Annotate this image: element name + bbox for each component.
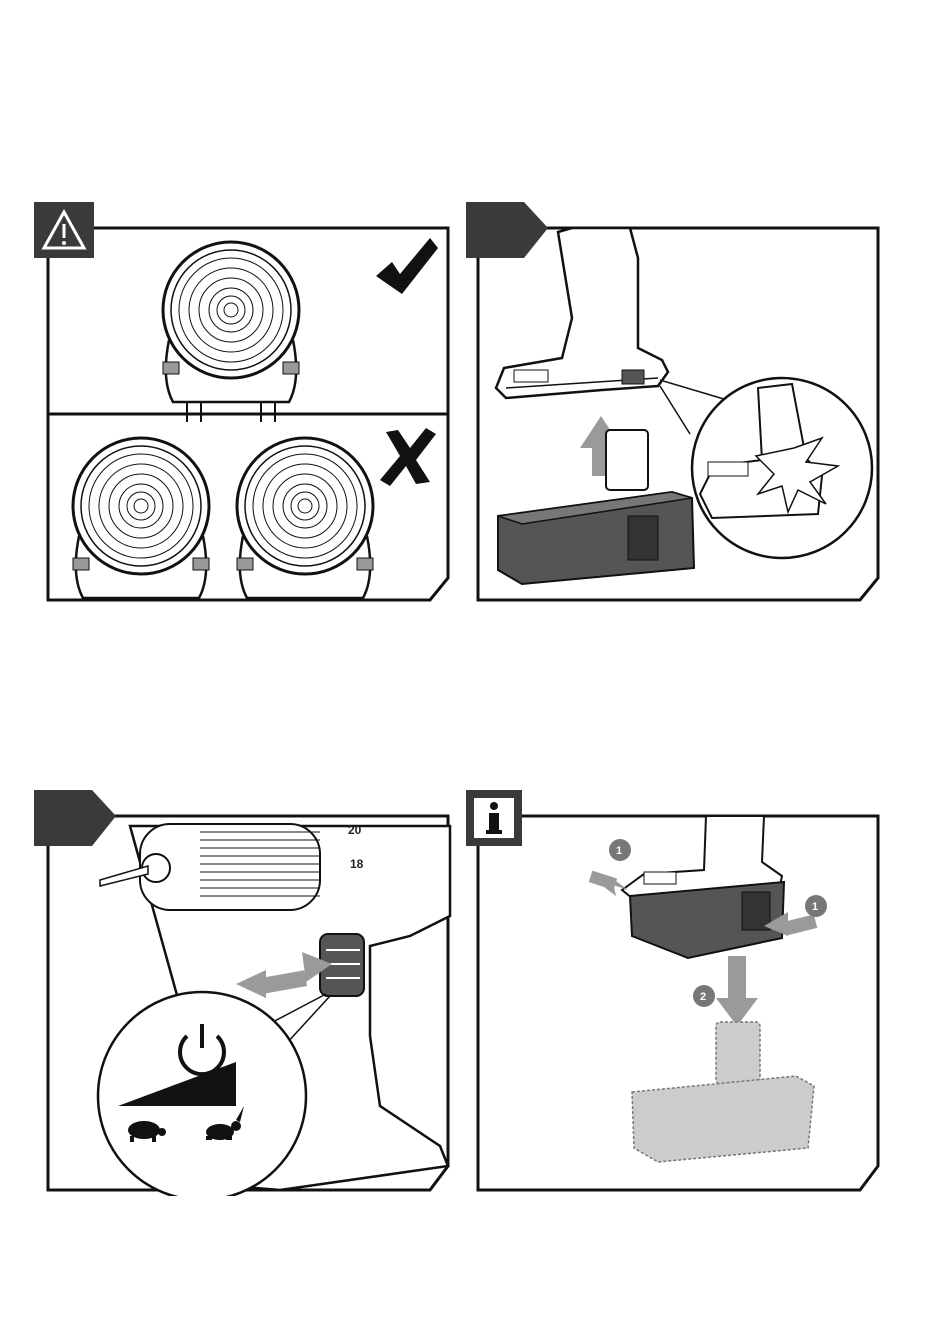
step-badge-1: 1 — [609, 839, 631, 861]
step-badge-2: 2 — [693, 985, 715, 1007]
click-callout — [692, 378, 872, 558]
step-badge-1b: 1 — [805, 895, 827, 917]
warning-icon — [34, 202, 94, 258]
speed-callout — [98, 992, 306, 1196]
drill-battery — [622, 816, 784, 958]
step-tag — [466, 202, 548, 258]
chuck-correct — [163, 242, 299, 422]
info-icon — [466, 790, 522, 846]
dial-number: 20 — [348, 823, 362, 837]
dial-number: 18 — [350, 857, 364, 871]
svg-text:1: 1 — [812, 901, 818, 913]
chuck-wrong-left — [73, 438, 209, 598]
panel-battery-remove: 1 1 2 — [462, 786, 892, 1196]
step-tag — [34, 790, 116, 846]
cross-icon — [380, 428, 436, 486]
chuck-wrong-right — [237, 438, 373, 598]
battery-removed — [632, 1022, 814, 1162]
panel-speed-switch: 20 18 — [30, 786, 460, 1196]
panel-battery-insert — [462, 198, 892, 606]
svg-text:2: 2 — [700, 991, 706, 1003]
panel-chuck-orientation — [30, 198, 460, 606]
remove-arrow-icon — [716, 956, 758, 1026]
check-icon — [376, 238, 438, 294]
svg-text:1: 1 — [616, 845, 622, 857]
